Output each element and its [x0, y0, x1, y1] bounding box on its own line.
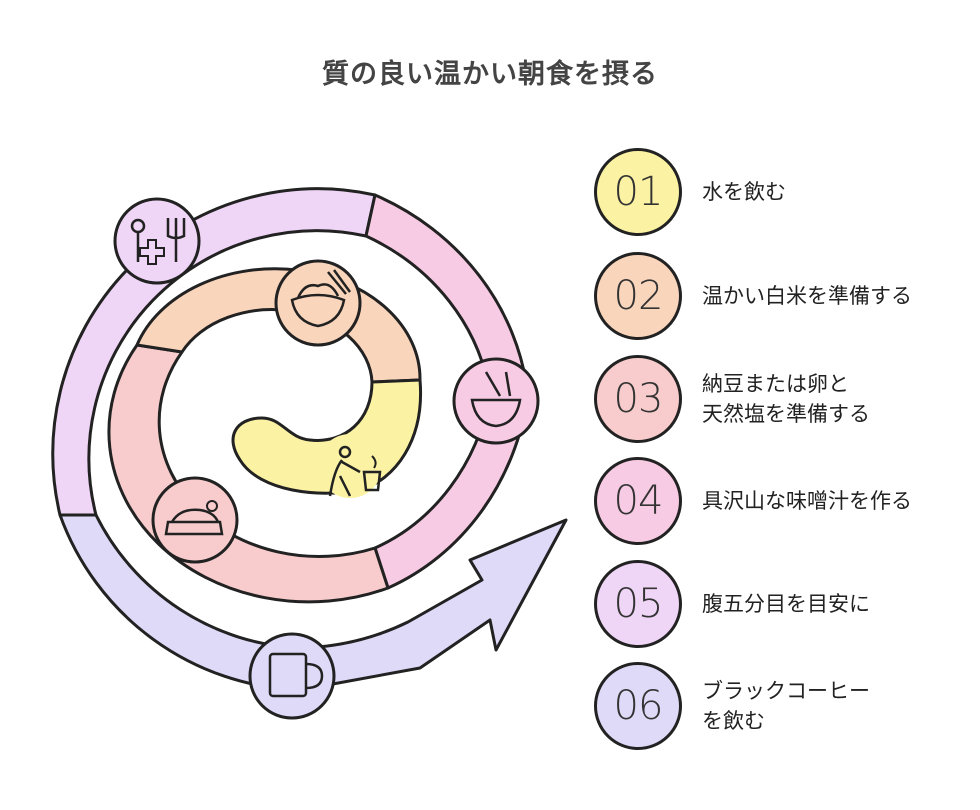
step-number: 02 [613, 273, 664, 319]
step-number-badge: 04 [594, 457, 682, 545]
step-number-badge: 06 [594, 662, 682, 750]
step-number: 04 [613, 478, 664, 524]
spiral-segment-04 [364, 193, 530, 590]
step-01: 01 水を飲む [594, 148, 974, 240]
coffee-mug-icon [248, 632, 336, 720]
step-03: 03 納豆または卵と 天然塩を準備する [594, 355, 974, 447]
step-number-badge: 05 [594, 560, 682, 648]
step-label: 腹五分目を目安に [702, 592, 870, 616]
rice-bowl-icon [274, 259, 362, 347]
step-number: 01 [613, 169, 664, 215]
step-04: 04 具沢山な味噌汁を作る [594, 457, 974, 549]
step-06: 06 ブラックコーヒー を飲む [594, 662, 974, 754]
step-label: 具沢山な味噌汁を作る [702, 489, 912, 513]
step-label: ブラックコーヒー を飲む [702, 679, 870, 733]
glass-pour-icon [318, 434, 382, 498]
step-02: 02 温かい白米を準備する [594, 252, 974, 344]
step-05: 05 腹五分目を目安に [594, 560, 974, 652]
soup-bowl-icon [452, 357, 540, 445]
step-number: 05 [613, 581, 664, 627]
spiral-segment-06 [58, 513, 568, 692]
step-number-badge: 01 [594, 148, 682, 236]
step-number: 03 [613, 376, 664, 422]
step-label: 温かい白米を準備する [702, 284, 912, 308]
step-number-badge: 03 [594, 355, 682, 443]
step-number: 06 [613, 683, 664, 729]
egg-and-salt-icon [151, 476, 239, 564]
utensils-icon [113, 197, 201, 285]
step-number-badge: 02 [594, 252, 682, 340]
page-title: 質の良い温かい朝食を摂る [322, 59, 658, 90]
step-label: 水を飲む [702, 180, 786, 204]
step-label: 納豆または卵と 天然塩を準備する [702, 372, 870, 426]
